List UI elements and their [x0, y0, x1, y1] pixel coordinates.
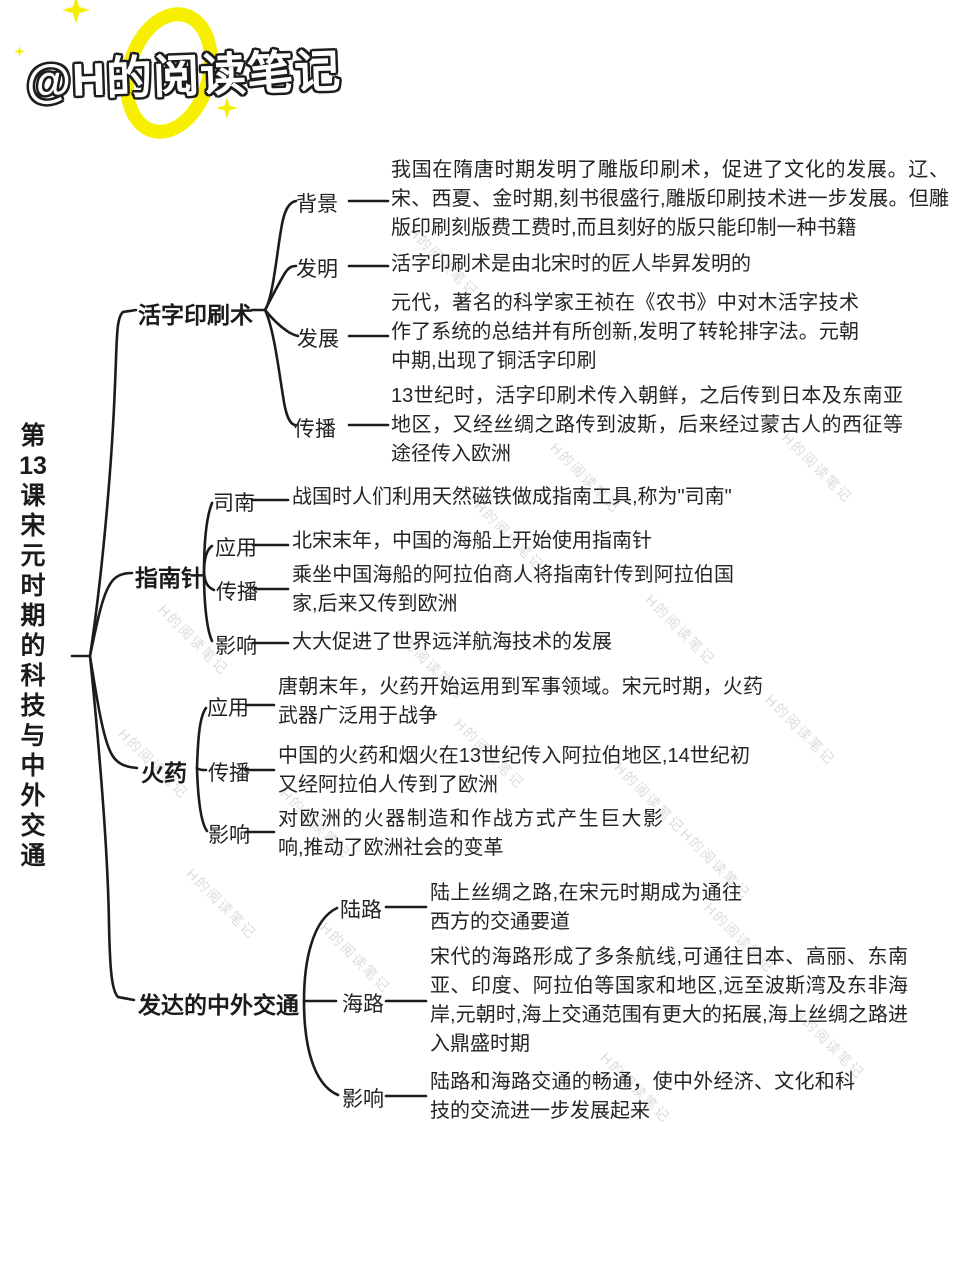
- sub-label: 海路: [342, 993, 384, 1016]
- sub-label: 应用: [215, 537, 257, 560]
- sub-label: 传播: [294, 418, 336, 441]
- sub-text: 乘坐中国海船的阿拉伯商人将指南针传到阿拉伯国家,后来又传到欧洲: [292, 564, 734, 615]
- sub-label: 影响: [342, 1088, 384, 1111]
- sub-label: 传播: [208, 762, 250, 785]
- sub-label: 发明: [296, 258, 338, 281]
- sub-label: 背景: [296, 193, 338, 216]
- sub-label: 传播: [216, 581, 258, 604]
- sub-label: 司南: [213, 492, 255, 515]
- sub-label: 发展: [297, 328, 339, 351]
- sub-text: 对欧洲的火器制造和作战方式产生巨大影响,推动了欧洲社会的变革: [278, 808, 663, 859]
- sub-text: 元代，著名的科学家王祯在《农书》中对木活字技术作了系统的总结并有所创新,发明了转…: [391, 292, 859, 372]
- brand-watermark: @H的阅读笔记: [25, 44, 342, 108]
- sub-text: 13世纪时，活字印刷术传入朝鲜，之后传到日本及东南亚地区，又经丝绸之路传到波斯，…: [391, 385, 903, 465]
- sub-text: 陆路和海路交通的畅通，使中外经济、文化和科技的交流进一步发展起来: [430, 1071, 855, 1122]
- sub-text: 我国在隋唐时期发明了雕版印刷术，促进了文化的发展。辽、宋、西夏、金时期,刻书很盛…: [391, 159, 949, 239]
- sub-text: 陆上丝绸之路,在宋元时期成为通往西方的交通要道: [430, 882, 742, 933]
- sub-text: 战国时人们利用天然磁铁做成指南工具,称为"司南": [292, 486, 732, 508]
- sub-label: 影响: [208, 824, 250, 847]
- sub-text: 大大促进了世界远洋航海技术的发展: [292, 631, 612, 653]
- sparkle-icon: [14, 46, 25, 57]
- sub-text: 唐朝末年，火药开始运用到军事领域。宋元时期，火药武器广泛用于战争: [278, 676, 763, 727]
- branch-label-movable-type: 活字印刷术: [138, 302, 253, 328]
- sub-text: 中国的火药和烟火在13世纪传入阿拉伯地区,14世纪初又经阿拉伯人传到了欧洲: [278, 745, 750, 796]
- branch-label-compass: 指南针: [135, 565, 204, 591]
- sub-label: 陆路: [340, 899, 382, 922]
- sub-text: 宋代的海路形成了多条航线,可通往日本、高丽、东南亚、印度、阿拉伯等国家和地区,远…: [430, 946, 908, 1055]
- branch-label-gunpowder: 火药: [141, 760, 187, 786]
- sub-label: 应用: [207, 697, 249, 720]
- branch-label-transportation: 发达的中外交通: [138, 992, 299, 1018]
- sub-text: 活字印刷术是由北宋时的匠人毕昇发明的: [391, 253, 751, 275]
- sub-label: 影响: [215, 635, 257, 658]
- sub-text: 北宋末年，中国的海船上开始使用指南针: [292, 530, 652, 552]
